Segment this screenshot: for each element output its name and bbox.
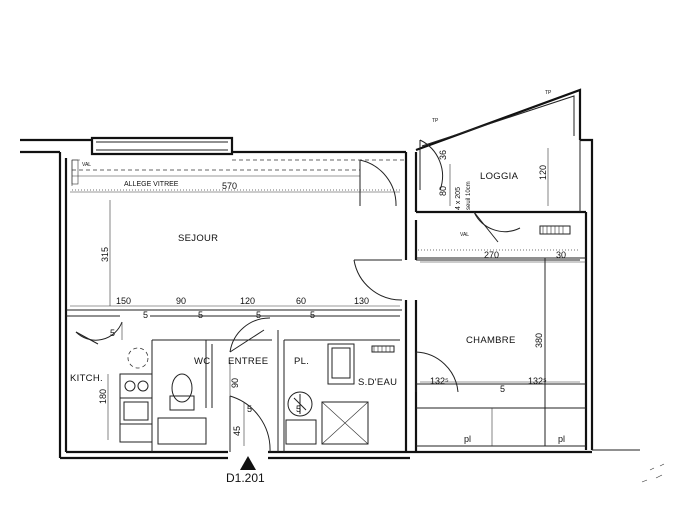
dimension-labels: 570 315 150 90 120 60 130 80 120 36 270 … xyxy=(82,90,566,436)
dim-120: 120 xyxy=(240,296,255,306)
dim-80: 80 xyxy=(438,186,448,196)
room-loggia: LOGGIA xyxy=(480,171,519,182)
room-entree: ENTREE xyxy=(228,356,268,367)
plan-code: D1.201 xyxy=(226,471,265,485)
washbasin-icon xyxy=(157,417,207,445)
tp-label-a: TP xyxy=(432,118,439,124)
interior-partitions xyxy=(66,257,586,452)
allege-vitree-strip xyxy=(71,159,404,191)
allege-vitree-label: ALLEGE VITREE xyxy=(124,181,179,188)
exterior-walls xyxy=(20,88,640,460)
washstand-icon xyxy=(327,343,355,385)
dim-45: 45 xyxy=(232,426,242,436)
dim-380: 380 xyxy=(534,333,544,348)
water-heater-icon xyxy=(287,391,313,417)
dim-5-f: 5 xyxy=(500,384,505,394)
dim-150: 150 xyxy=(116,296,131,306)
room-sejour: SEJOUR xyxy=(178,233,218,244)
entrance-arrow-icon xyxy=(240,456,256,470)
dim-120-loggia: 120 xyxy=(538,165,548,180)
dim-5-a: 5 xyxy=(143,310,148,320)
dimension-lines xyxy=(70,148,586,446)
dim-5-g: 5 xyxy=(247,404,252,414)
room-kitchen: KITCH. xyxy=(70,373,103,384)
placard-label-left: pl xyxy=(464,434,471,444)
dim-60: 60 xyxy=(296,296,306,306)
dim-90-entree: 90 xyxy=(230,378,240,388)
dim-5-d: 5 xyxy=(310,310,315,320)
window-size-label: 4 x 205 xyxy=(455,187,462,210)
dim-5-c: 5 xyxy=(256,310,261,320)
room-bathroom: S.D'EAU xyxy=(358,377,397,388)
room-chambre: CHAMBRE xyxy=(466,335,516,346)
room-placard: PL. xyxy=(294,356,309,367)
dim-5-h: 5 xyxy=(296,404,301,414)
fixtures xyxy=(119,225,580,446)
dim-132-left: 132⁵ xyxy=(430,376,449,386)
dim-5-b: 5 xyxy=(198,310,203,320)
radiator-icon xyxy=(371,345,395,353)
dim-30: 30 xyxy=(556,250,566,260)
dim-36: 36 xyxy=(438,150,448,160)
placard-label-right: pl xyxy=(558,434,565,444)
room-labels: SEJOUR LOGGIA CHAMBRE KITCH. WC ENTREE P… xyxy=(70,171,519,388)
scan-marks xyxy=(641,463,665,483)
tp-label-b: TP xyxy=(545,90,552,96)
val-label-a: VAL xyxy=(82,162,91,168)
dim-130: 130 xyxy=(354,296,369,306)
doors xyxy=(75,139,521,453)
dim-132-right: 132⁵ xyxy=(528,376,547,386)
shower-tray-icon xyxy=(321,401,369,445)
dim-570: 570 xyxy=(222,181,237,191)
room-wc: WC xyxy=(194,356,210,367)
dim-5-e: 5 xyxy=(110,328,115,338)
boiler-icon xyxy=(127,347,149,369)
dim-180: 180 xyxy=(98,389,108,404)
dim-90: 90 xyxy=(176,296,186,306)
window-note-label: seuil 10cm xyxy=(466,181,472,210)
toilet-icon xyxy=(171,373,193,403)
annotations: ALLEGE VITREE 4 x 205 seuil 10cm pl pl D… xyxy=(124,181,565,485)
dim-270: 270 xyxy=(484,250,499,260)
val-label-b: VAL xyxy=(460,232,469,238)
dim-315: 315 xyxy=(100,247,110,262)
